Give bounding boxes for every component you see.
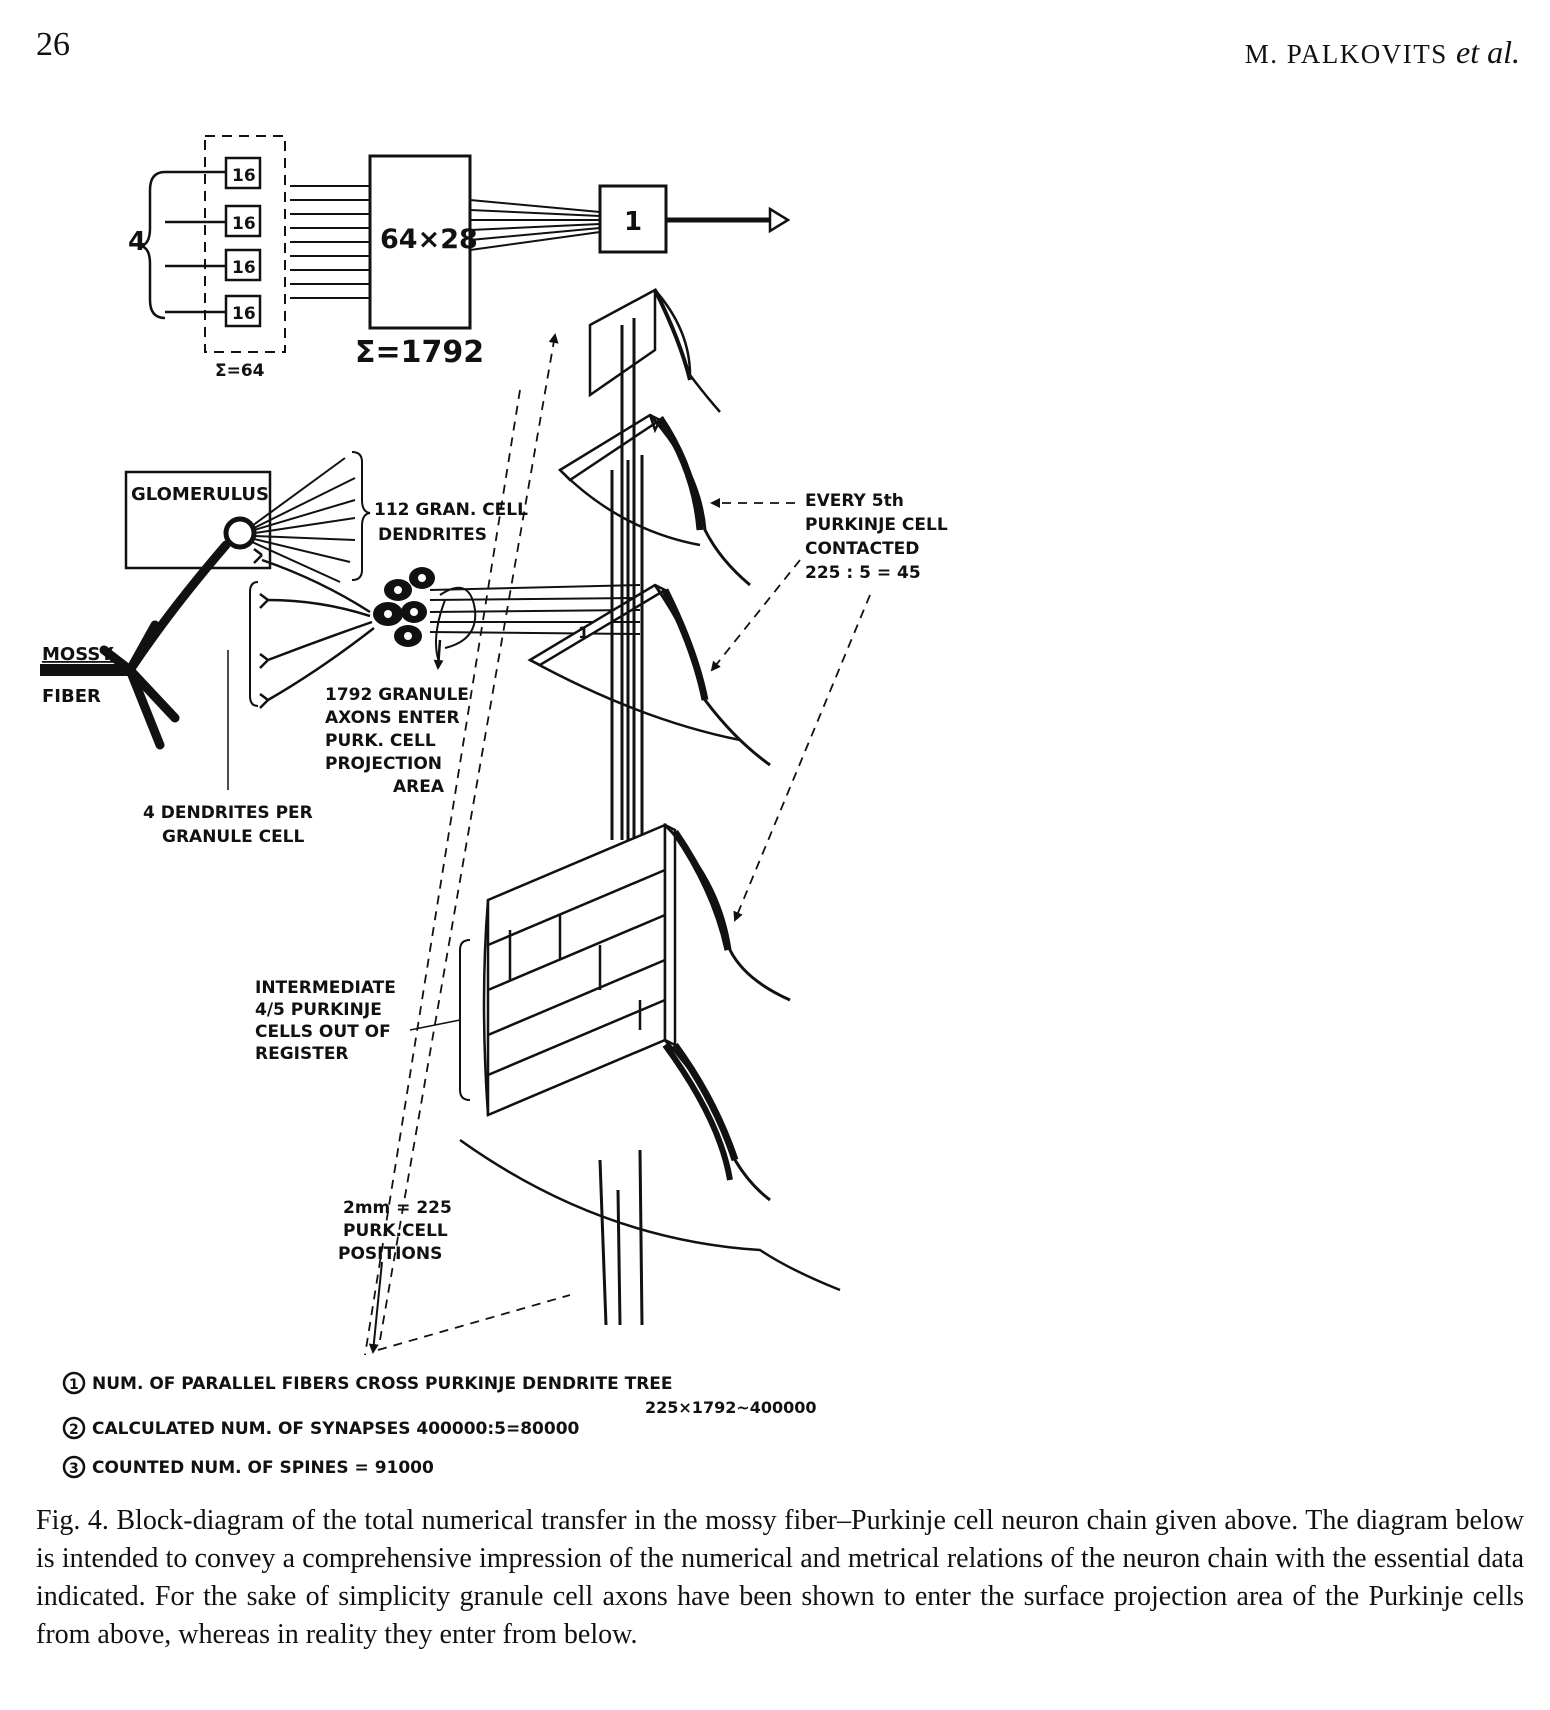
note-1-number: 1 [69, 1377, 79, 1393]
mossy-label: MOSSY [42, 644, 114, 665]
every-fifth-label-4: 225 : 5 = 45 [805, 563, 921, 583]
output-arrow-icon [770, 209, 788, 231]
note-1-formula: 225×1792∼400000 [645, 1398, 817, 1417]
positions-label-1: 2mm = 225 [343, 1198, 452, 1218]
input-brace [140, 172, 165, 318]
mossy-fiber-branches [104, 545, 226, 745]
purkinje-projection: EVERY 5th PURKINJE CELL CONTACTED 225 : … [255, 290, 948, 1355]
output-box-label: 1 [624, 207, 642, 237]
granule-axons-label-2: AXONS ENTER [325, 708, 460, 728]
input-sum-label: Σ=64 [215, 361, 265, 381]
granule-brace [250, 582, 258, 706]
dendrites-per-cell-label-2: GRANULE CELL [162, 827, 305, 847]
every-fifth-label-3: CONTACTED [805, 539, 919, 559]
every-fifth-label-1: EVERY 5th [805, 491, 904, 511]
numbered-notes: 1 NUM. OF PARALLEL FIBERS CROSS PURKINJE… [64, 1373, 817, 1478]
note-2-text: CALCULATED NUM. OF SYNAPSES 400000:5=800… [92, 1419, 580, 1439]
figure-4-illustration: 4 16 16 16 16 Σ=64 64×28 [0, 0, 1550, 1500]
block-diagram: 4 16 16 16 16 Σ=64 64×28 [128, 136, 788, 381]
granule-axons-label-5: AREA [393, 777, 445, 797]
intermediate-label-1: INTERMEDIATE [255, 978, 396, 998]
input-count-label: 4 [128, 227, 146, 257]
note-3-text: COUNTED NUM. OF SPINES = 91000 [92, 1458, 434, 1478]
marker-1-label: 1 [578, 623, 589, 642]
granule-axons-label-3: PURK. CELL [325, 731, 436, 751]
dendrites-per-cell-label-1: 4 DENDRITES PER [143, 803, 313, 823]
positions-label-3: POSITIONS [338, 1244, 442, 1264]
glomerulus-rosette [226, 519, 254, 547]
middle-sum-label: Σ=1792 [355, 335, 484, 370]
intermediate-label-3: CELLS OUT OF [255, 1022, 391, 1042]
note-2-number: 2 [69, 1422, 79, 1438]
every-fifth-label-2: PURKINJE CELL [805, 515, 948, 535]
register-block [488, 825, 675, 1115]
fiber-label: FIBER [42, 686, 101, 707]
dendrite-fan-brace [352, 452, 370, 580]
note-3-number: 3 [69, 1461, 79, 1477]
intermediate-label-2: 4/5 PURKINJE [255, 1000, 382, 1020]
granule-axons-label-4: PROJECTION [325, 754, 442, 774]
middle-box-label: 64×28 [380, 224, 478, 255]
input-box-4-label: 16 [232, 304, 256, 324]
intermediate-label-4: REGISTER [255, 1044, 349, 1064]
granule-axons-label-1: 1792 GRANULE [325, 685, 469, 705]
input-box-3-label: 16 [232, 258, 256, 278]
positions-upper-arrow [380, 335, 555, 1340]
figure-caption: Fig. 4. Block-diagram of the total numer… [36, 1502, 1524, 1654]
input-box-1-label: 16 [232, 166, 256, 186]
input-box-2-label: 16 [232, 214, 256, 234]
positions-label-2: PURK.CELL [343, 1221, 448, 1241]
note-1-text: NUM. OF PARALLEL FIBERS CROSS PURKINJE D… [92, 1374, 673, 1394]
gran-dendrites-label-2: DENDRITES [378, 525, 487, 545]
intermediate-brace [460, 940, 470, 1100]
glomerulus-label: GLOMERULUS [131, 484, 269, 505]
gran-dendrites-label-1: 112 GRAN. CELL [374, 500, 528, 520]
